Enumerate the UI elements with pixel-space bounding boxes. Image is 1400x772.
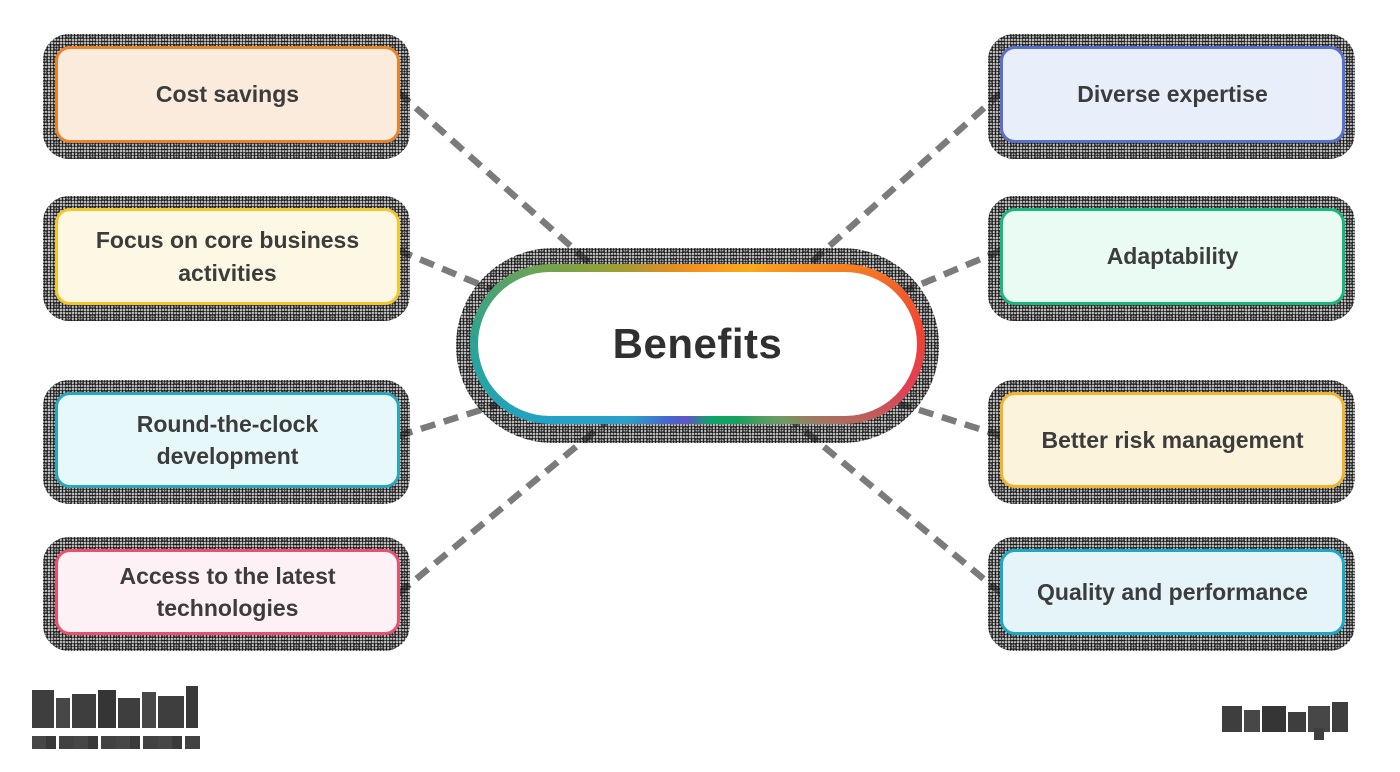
- center-node-label: Benefits: [612, 320, 783, 367]
- node-focus-core-business: Focus on core business activities: [43, 196, 410, 321]
- connector-line: [898, 247, 1004, 296]
- node-label: Access to the latest technologies: [119, 562, 336, 621]
- node-label: Cost savings: [155, 81, 300, 108]
- node-label: Focus on core business activities: [95, 227, 360, 286]
- pixelated-watermark-left: [32, 686, 200, 749]
- connector-line: [899, 400, 1003, 440]
- node-label: Diverse expertise: [1077, 81, 1268, 108]
- pixelated-logo-blocks: [1222, 702, 1348, 732]
- node-diverse-expertise: Diverse expertise: [988, 34, 1355, 159]
- connector-line: [396, 247, 502, 296]
- pixelated-tagline-blocks: [32, 736, 200, 749]
- node-adaptability: Adaptability: [988, 196, 1355, 321]
- node-label: Round-the-clock development: [136, 410, 319, 469]
- pixelated-watermark-right: [1222, 702, 1348, 740]
- connector-line: [785, 414, 1005, 597]
- connector-line: [397, 400, 501, 440]
- node-access-latest-technologies: Access to the latest technologies: [43, 537, 410, 651]
- connector-line: [395, 414, 615, 597]
- node-label: Better risk management: [1041, 426, 1304, 453]
- center-node-gradient-ring: Benefits: [470, 264, 925, 424]
- node-label: Quality and performance: [1037, 578, 1308, 605]
- pixelated-logo-blocks: [32, 686, 200, 728]
- center-node-benefits: Benefits: [456, 248, 939, 443]
- node-better-risk-management: Better risk management: [988, 380, 1355, 504]
- node-cost-savings: Cost savings: [43, 34, 410, 159]
- node-label: Adaptability: [1106, 243, 1239, 270]
- node-quality-and-performance: Quality and performance: [988, 537, 1355, 651]
- node-round-the-clock-development: Round-the-clock development: [43, 380, 410, 504]
